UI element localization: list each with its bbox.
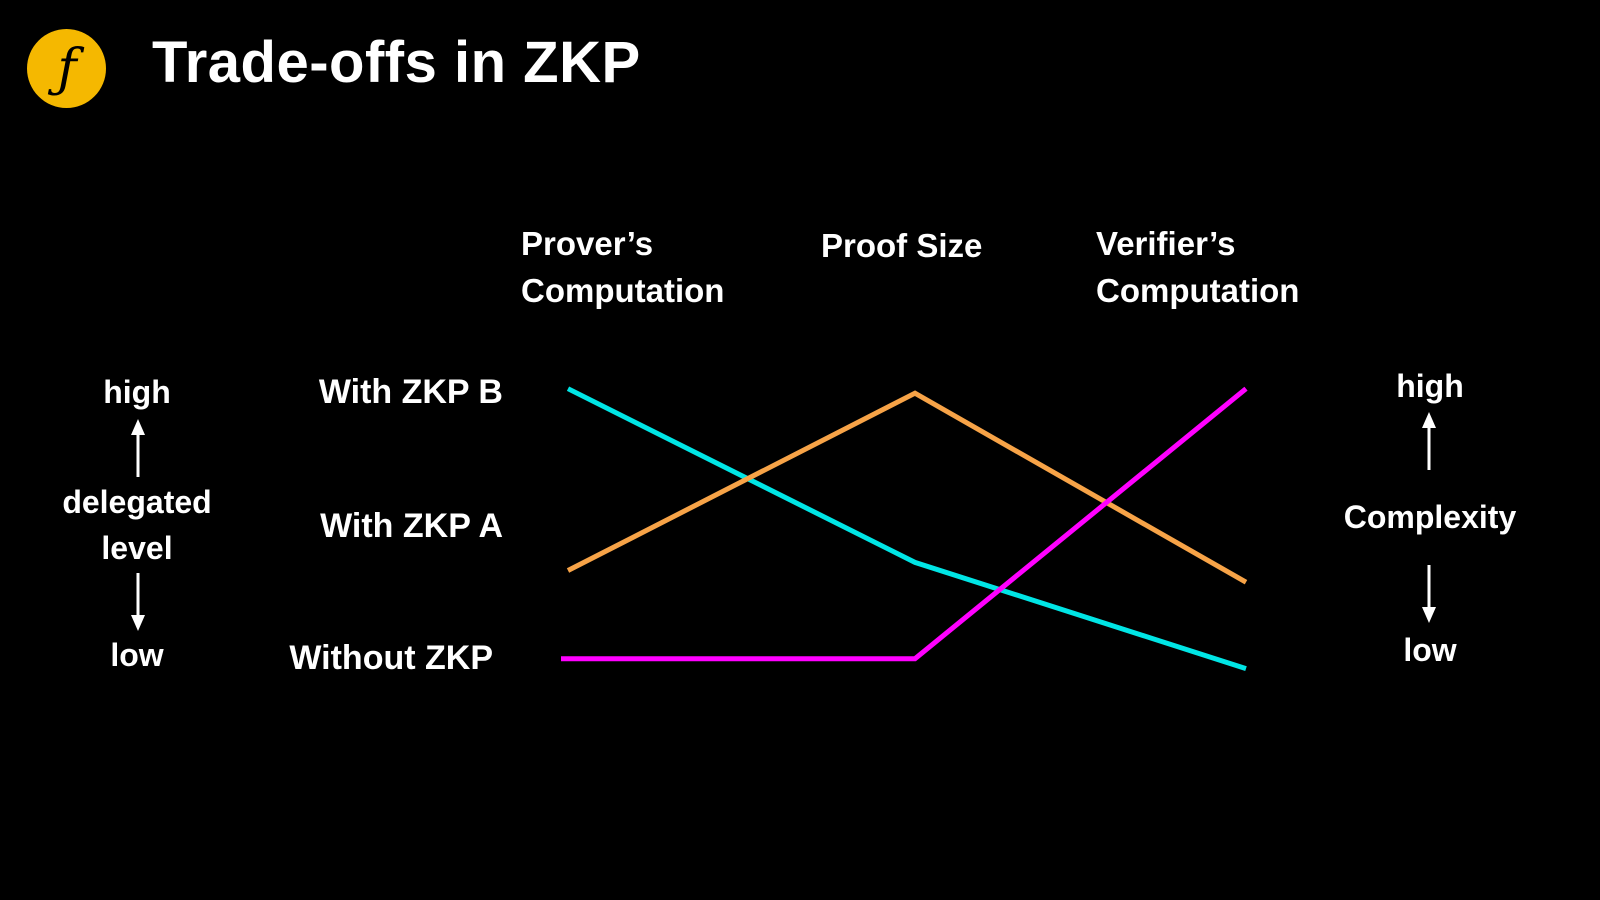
left-axis-title: delegated level (52, 479, 222, 571)
column-label-line: Computation (521, 272, 725, 309)
row-label-without-zkp: Without ZKP (289, 639, 493, 677)
column-label-proof-size: Proof Size (821, 222, 982, 269)
arrow-up-icon (131, 419, 145, 477)
column-label-line: Verifier’s (1096, 225, 1236, 262)
left-axis-title-line: level (101, 530, 173, 566)
brand-logo: ƒ (27, 29, 106, 108)
series-line-with-zkp-a (566, 390, 1248, 585)
column-label-line: Proof Size (821, 227, 983, 264)
arrow-down-icon (131, 573, 145, 631)
arrow-up-icon (1422, 412, 1436, 470)
page-title: Trade-offs in ZKP (152, 30, 641, 95)
column-label-line: Computation (1096, 272, 1300, 309)
right-axis-high-label: high (1396, 368, 1464, 404)
left-axis-title-line: delegated (62, 484, 212, 520)
arrow-down-icon (1422, 565, 1436, 623)
right-axis-title: Complexity (1343, 499, 1517, 535)
row-label-with-zkp-b: With ZKP B (318, 373, 503, 411)
series-line-without-zkp (561, 386, 1248, 662)
florin-logo-icon: ƒ (47, 41, 84, 97)
column-label-line: Prover’s (521, 225, 654, 262)
series-line-with-zkp-b (566, 386, 1247, 671)
column-label-verifier-computation: Verifier’s Computation (1096, 220, 1299, 314)
left-axis-high-label: high (103, 374, 171, 410)
left-axis-low-label: low (110, 637, 164, 673)
row-label-with-zkp-a: With ZKP A (320, 507, 503, 545)
right-axis-low-label: low (1403, 632, 1457, 668)
column-label-prover-computation: Prover’s Computation (521, 220, 724, 314)
